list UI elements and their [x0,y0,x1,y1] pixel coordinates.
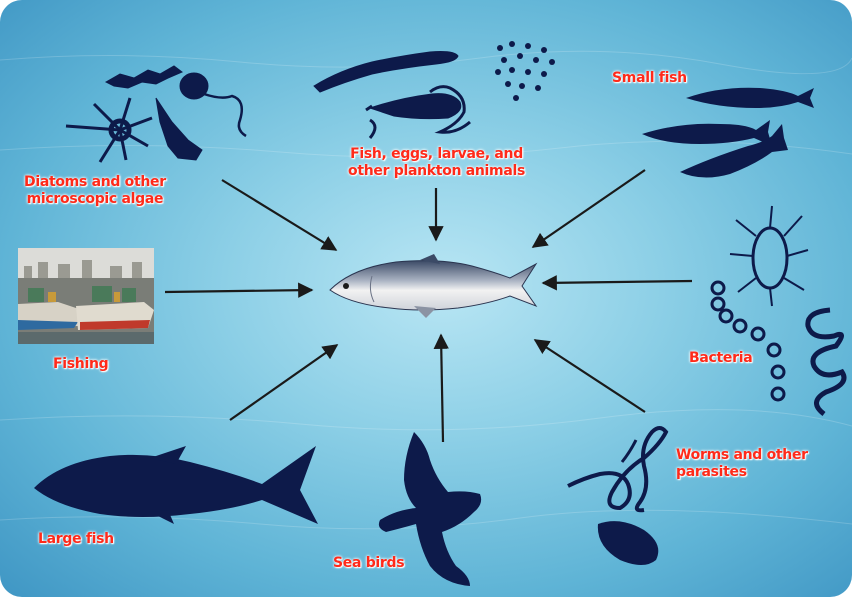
worm-body-icon [598,521,658,565]
label-fishing: Fishing [53,356,108,373]
label-plankton: Fish, eggs, larvae, and other plankton a… [348,146,525,180]
label-small-fish: Small fish [612,70,687,87]
small-fish-icon [642,88,814,178]
label-plankton-line2: other plankton animals [348,163,525,180]
label-worms: Worms and other parasites [676,447,808,481]
label-large-fish: Large fish [38,531,114,548]
label-sea-birds: Sea birds [333,555,404,572]
label-bacteria: Bacteria [689,350,752,367]
arrow-diatoms [222,180,336,250]
arrow-worms [535,340,645,412]
label-worms-line1: Worms and other [676,447,808,464]
bacteria-icon [712,206,844,414]
label-diatoms-line2: microscopic algae [24,191,166,208]
label-worms-line2: parasites [676,464,808,481]
tuna-fish-icon [330,254,536,318]
label-diatoms: Diatoms and other microscopic algae [24,174,166,208]
label-plankton-line1: Fish, eggs, larvae, and [348,146,525,163]
arrow-small-fish [533,170,645,247]
plankton-icon [314,41,555,138]
arrow-bacteria [543,281,692,283]
arrow-sea-birds [441,335,443,442]
fishing-boats-photo [18,248,154,344]
large-fish-icon [34,446,318,524]
label-diatoms-line1: Diatoms and other [24,174,166,191]
arrow-fishing [165,290,312,292]
worm-icon [568,428,666,510]
arrow-large-fish [230,345,337,420]
